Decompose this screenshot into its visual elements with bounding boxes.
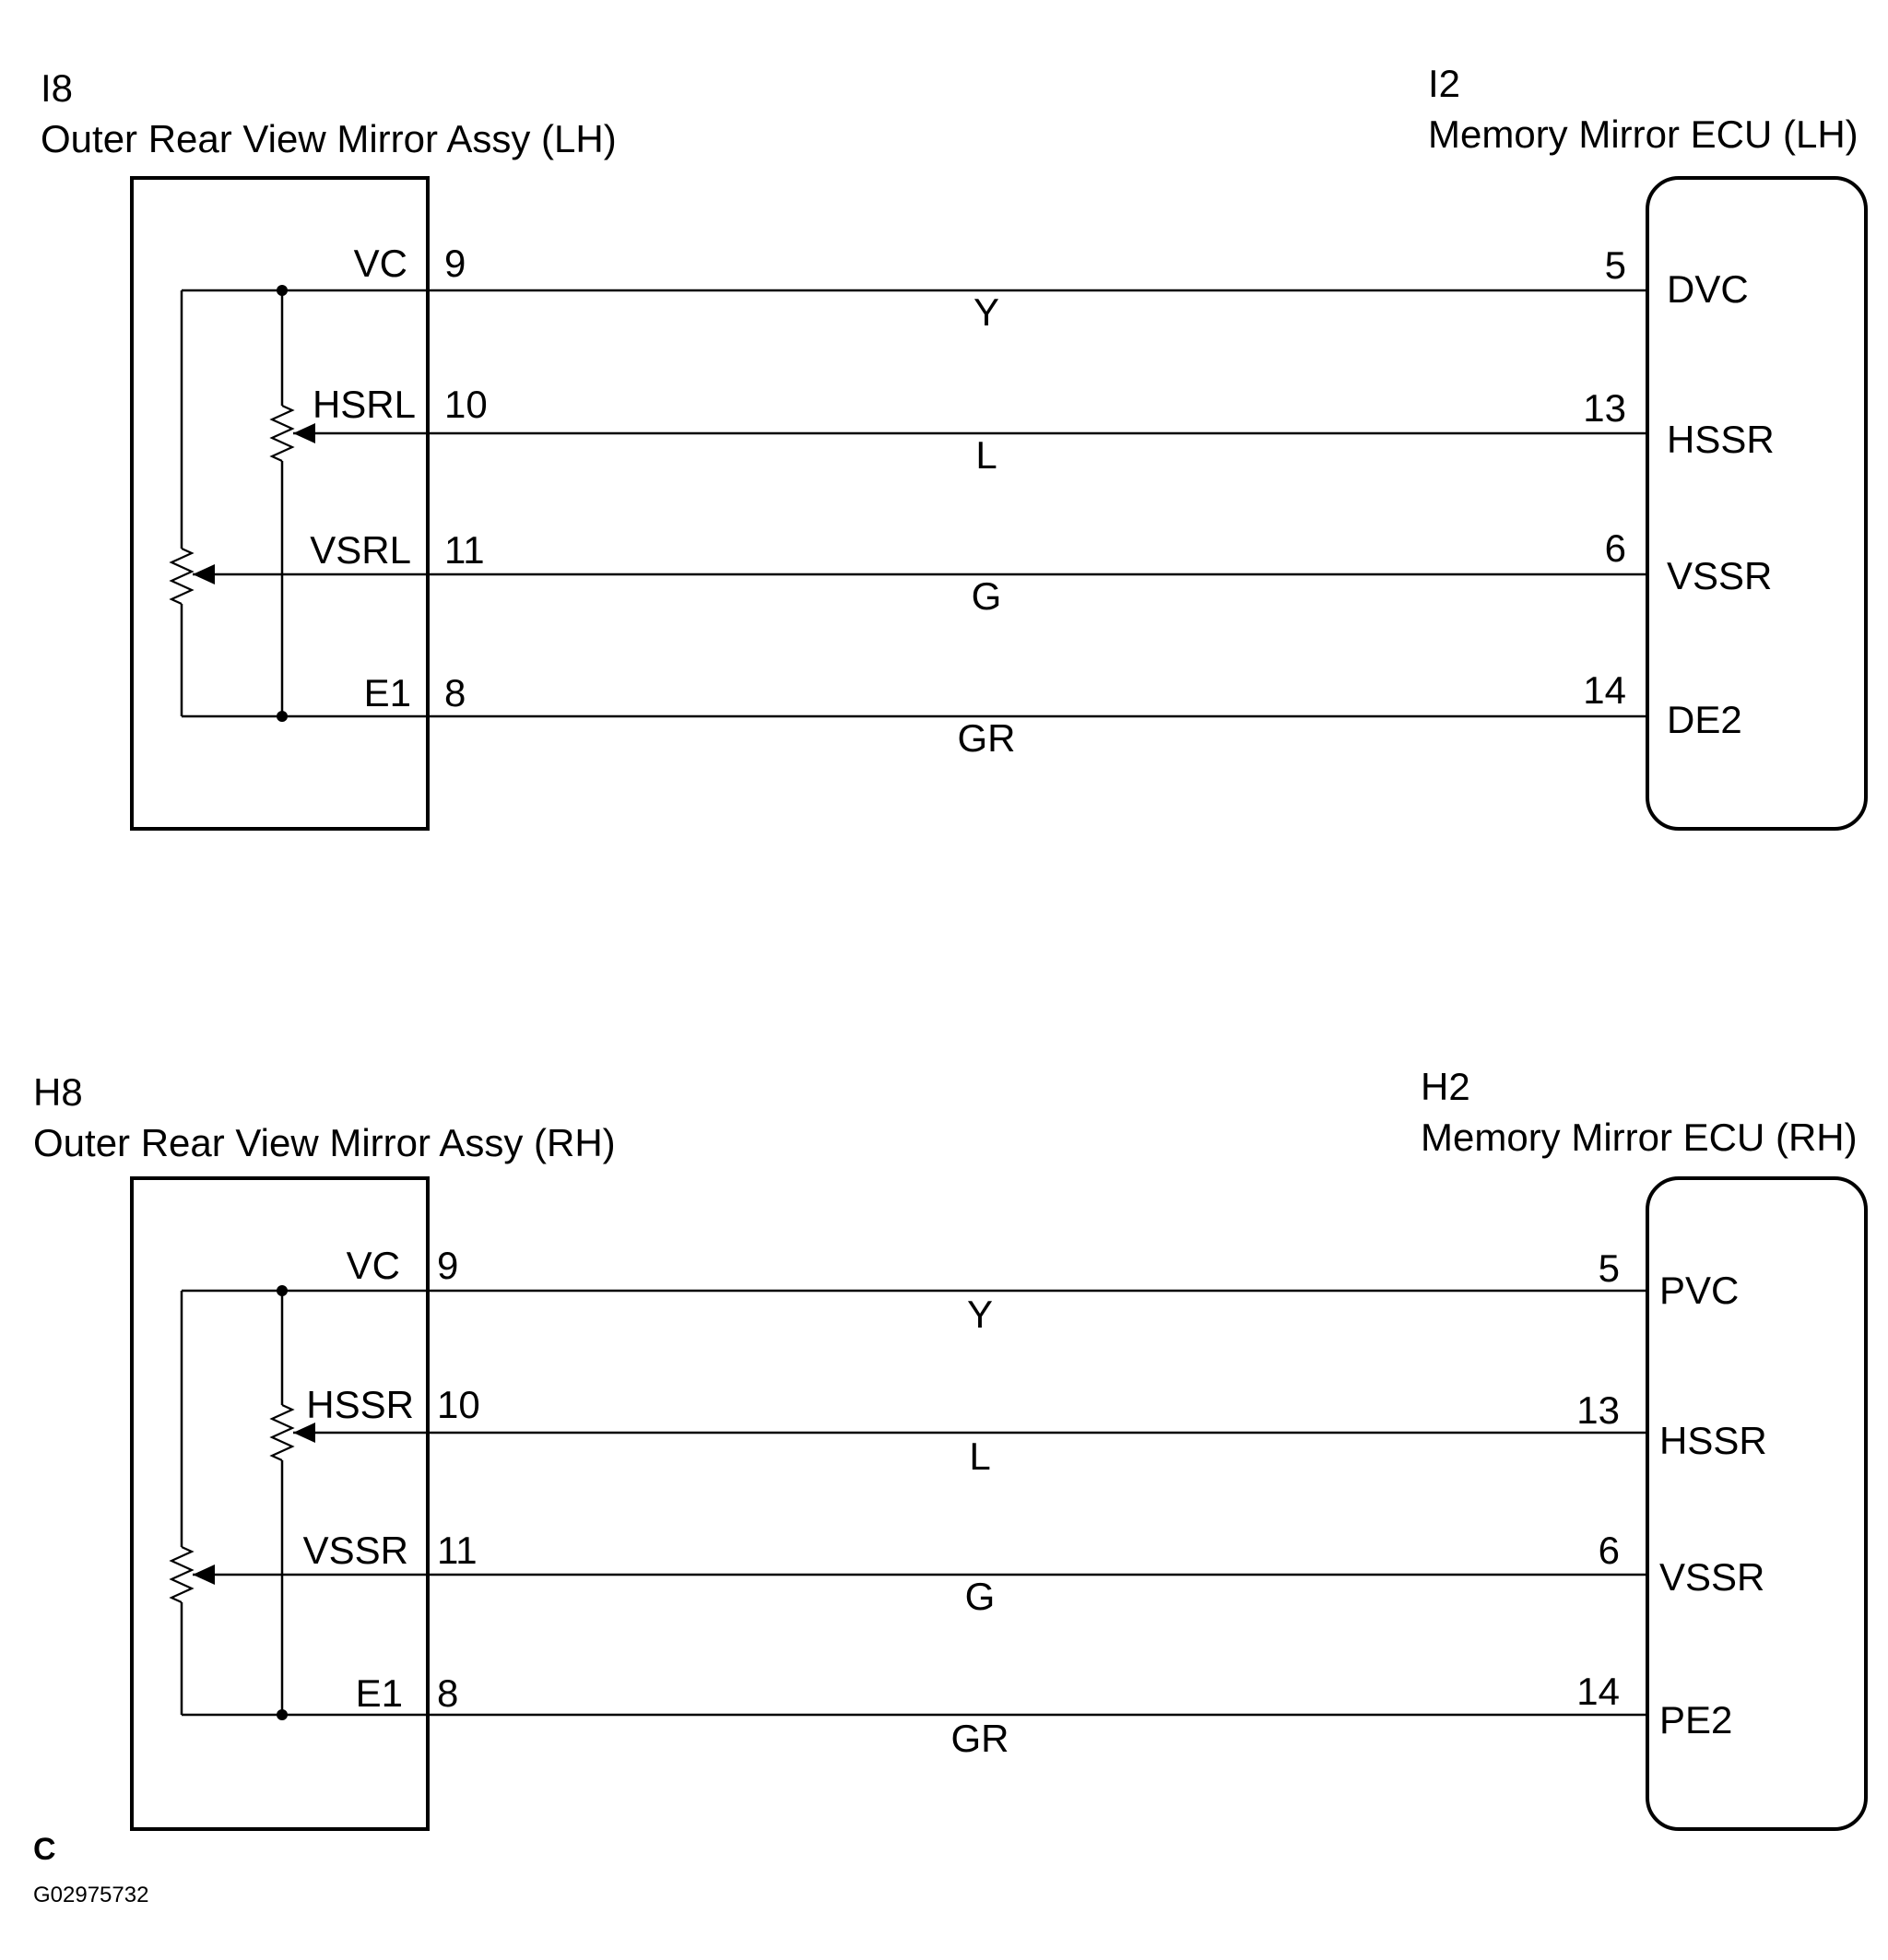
arrow-icon [193, 1564, 215, 1585]
terminal-label: VC [347, 1244, 400, 1287]
mirror-assy-box-lh [130, 176, 430, 831]
circuit-lh: I8 Outer Rear View Mirror Assy (LH) I2 M… [41, 62, 1868, 831]
pin-number: 11 [437, 1529, 478, 1572]
junction-dot [277, 285, 288, 296]
ecu-terminal-label: DE2 [1667, 698, 1742, 741]
wire-color-label: G [965, 1575, 996, 1618]
pin-number: 9 [437, 1244, 458, 1287]
wire-color-label: G [972, 574, 1002, 618]
arrow-icon [293, 1423, 315, 1443]
pin-number: 8 [444, 671, 466, 714]
ecu-name-lh: Memory Mirror ECU (LH) [1428, 112, 1858, 156]
ecu-terminal-label: VSSR [1659, 1555, 1764, 1599]
resistor-horizontal-lh [269, 404, 295, 463]
component-name-rh: Outer Rear View Mirror Assy (RH) [33, 1121, 616, 1164]
resistor-vertical-lh [169, 547, 195, 606]
arrow-icon [193, 564, 215, 584]
wire-color-label: Y [974, 290, 999, 334]
ecu-code-lh: I2 [1428, 62, 1460, 105]
junction-dot [277, 711, 288, 722]
mirror-assy-box-rh [130, 1176, 430, 1831]
ecu-pin-number: 13 [1583, 386, 1626, 430]
potentiometer-network-lh [169, 285, 428, 722]
wire-color-label: Y [967, 1293, 993, 1336]
terminal-label: VSRL [310, 528, 411, 572]
ecu-box-lh [1646, 176, 1868, 831]
ecu-terminal-label: HSSR [1659, 1419, 1767, 1462]
ecu-terminal-label: PE2 [1659, 1698, 1732, 1742]
ecu-terminal-label: DVC [1667, 267, 1749, 311]
terminal-label: E1 [364, 671, 411, 714]
ecu-pin-number: 6 [1605, 526, 1626, 570]
junction-dot [277, 1285, 288, 1296]
ecu-box-rh [1646, 1176, 1868, 1831]
figure-code: G02975732 [33, 1883, 148, 1907]
pin-number: 10 [444, 383, 488, 426]
ecu-code-rh: H2 [1421, 1065, 1470, 1108]
terminal-label: VSSR [303, 1529, 408, 1572]
component-code-lh: I8 [41, 66, 73, 110]
ecu-pin-number: 14 [1583, 668, 1626, 712]
pin-number: 8 [437, 1671, 458, 1715]
pin-number: 10 [437, 1383, 480, 1426]
ecu-pin-number: 6 [1599, 1529, 1620, 1572]
wire-color-label: L [969, 1435, 990, 1478]
ecu-terminal-label: PVC [1659, 1269, 1739, 1312]
ecu-name-rh: Memory Mirror ECU (RH) [1421, 1116, 1858, 1159]
ecu-pin-number: 14 [1576, 1670, 1620, 1713]
circuit-rh: H8 Outer Rear View Mirror Assy (RH) H2 M… [33, 1065, 1868, 1831]
component-name-lh: Outer Rear View Mirror Assy (LH) [41, 117, 617, 160]
terminal-label: E1 [356, 1671, 403, 1715]
ecu-terminal-label: VSSR [1667, 554, 1772, 597]
junction-dot [277, 1709, 288, 1720]
wire-color-label: L [975, 433, 997, 477]
pin-number: 11 [444, 528, 485, 572]
ecu-pin-number: 13 [1576, 1388, 1620, 1432]
terminal-label: HSRL [313, 383, 416, 426]
potentiometer-network-rh [169, 1285, 428, 1720]
ecu-pin-number: 5 [1605, 243, 1626, 287]
footer-letter: C [33, 1832, 56, 1867]
terminal-label: HSSR [306, 1383, 414, 1426]
arrow-icon [293, 423, 315, 443]
terminal-label: VC [354, 242, 407, 285]
ecu-terminal-label: HSSR [1667, 418, 1775, 461]
component-code-rh: H8 [33, 1070, 83, 1114]
resistor-horizontal-rh [269, 1403, 295, 1462]
resistor-vertical-rh [169, 1545, 195, 1604]
wire-color-label: GR [958, 716, 1016, 760]
ecu-pin-number: 5 [1599, 1246, 1620, 1290]
wire-color-label: GR [951, 1717, 1009, 1760]
pin-number: 9 [444, 242, 466, 285]
